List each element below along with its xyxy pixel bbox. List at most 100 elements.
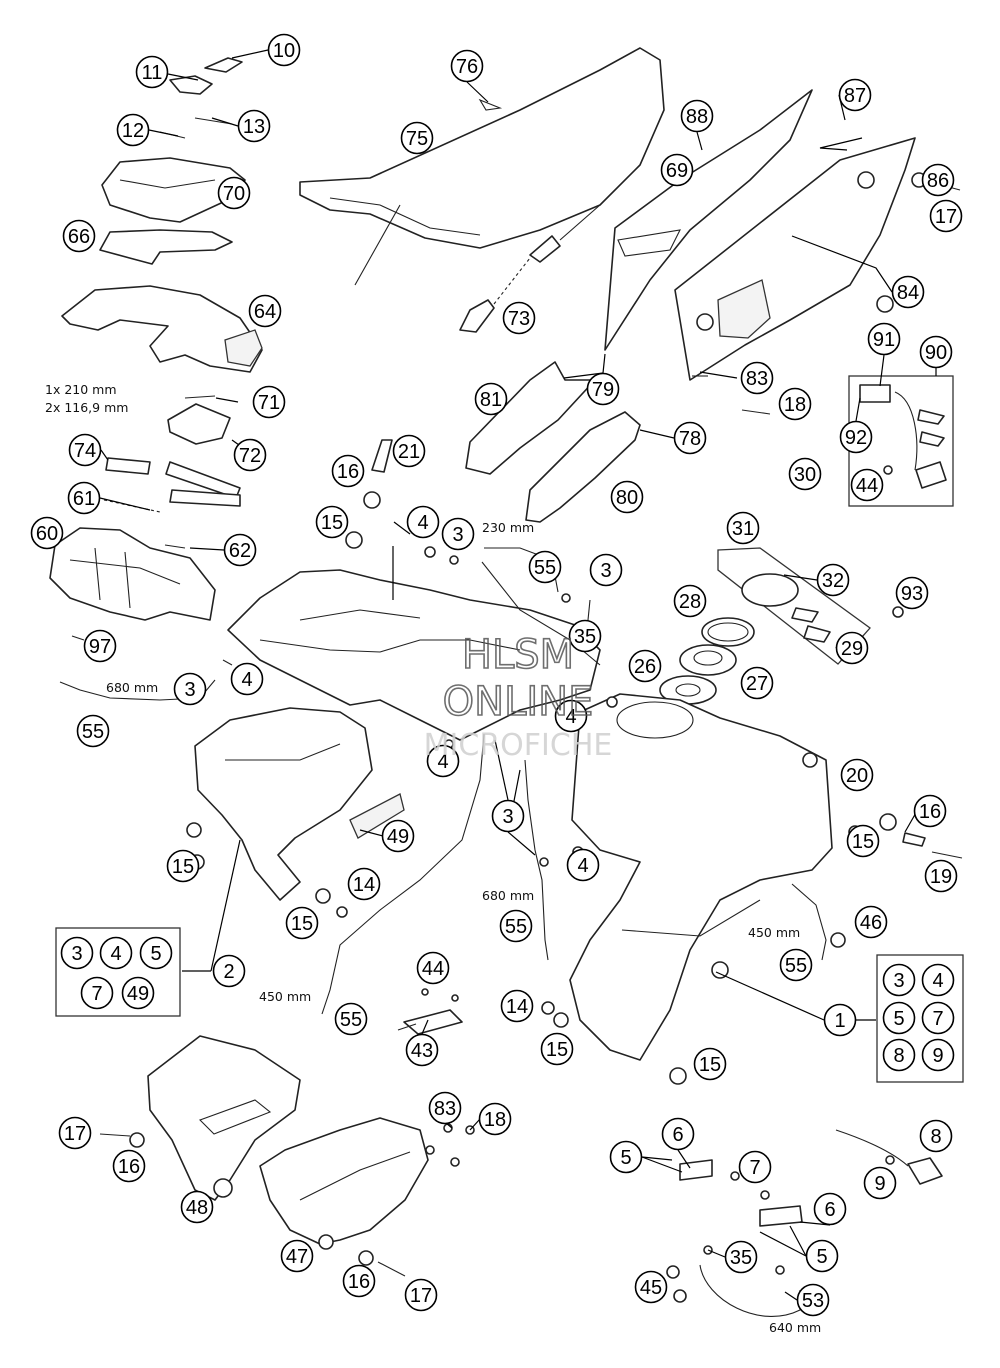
callout-55-circle: [779, 948, 813, 982]
callout-69-circle: [660, 153, 694, 187]
kit-part-1-callout-8: 8: [882, 1038, 916, 1072]
hose-length-680-left: 680 mm: [106, 680, 158, 695]
callout-73-circle: [502, 301, 536, 335]
callout-46: 46: [854, 905, 888, 939]
callout-44-circle: [850, 468, 884, 502]
callout-62-number: 62: [229, 540, 251, 562]
callout-72: 72: [233, 438, 267, 472]
callout-19: 19: [924, 859, 958, 893]
hose-length-230: 230 mm: [482, 520, 534, 535]
callout-93: 93: [895, 576, 929, 610]
callout-14-number: 14: [506, 996, 528, 1018]
callout-18: 18: [478, 1102, 512, 1136]
callout-4-number: 4: [577, 855, 588, 877]
callout-20-number: 20: [846, 765, 868, 787]
callout-79-number: 79: [592, 379, 614, 401]
callout-18-circle: [778, 387, 812, 421]
callout-16: 16: [342, 1264, 376, 1298]
callout-61-circle: [67, 481, 101, 515]
callout-18-number: 18: [484, 1109, 506, 1131]
callout-12-circle: [116, 113, 150, 147]
callout-44-number: 44: [856, 475, 878, 497]
kit-part-2-callout-4-number: 4: [110, 943, 121, 965]
callout-15: 15: [166, 849, 200, 883]
callout-12: 12: [116, 113, 150, 147]
callout-4-number: 4: [565, 706, 576, 728]
callout-6-circle: [813, 1192, 847, 1226]
callout-74-number: 74: [74, 440, 96, 462]
callout-55-circle: [334, 1002, 368, 1036]
callout-78: 78: [673, 421, 707, 455]
hose-length-450-right: 450 mm: [748, 925, 800, 940]
callout-17: 17: [929, 199, 963, 233]
kit-part-2-callout-3: 3: [60, 936, 94, 970]
callout-5-circle: [805, 1239, 839, 1273]
callout-3: 3: [173, 672, 207, 706]
callout-86: 86: [921, 163, 955, 197]
callout-4: 4: [406, 505, 440, 539]
callout-21-circle: [392, 434, 426, 468]
callout-10: 10: [267, 33, 301, 67]
callout-55-circle: [528, 550, 562, 584]
kit-part-1-callout-9-number: 9: [932, 1045, 943, 1067]
callout-17: 17: [58, 1116, 92, 1150]
callout-91-number: 91: [873, 329, 895, 351]
kit-part-2-callout-4-circle: [99, 936, 133, 970]
callout-13-circle: [237, 109, 271, 143]
kit-part-2-callout-3-circle: [60, 936, 94, 970]
callout-97-circle: [83, 629, 117, 663]
callout-90-circle: [919, 335, 953, 369]
callout-5-number: 5: [620, 1147, 631, 1169]
callout-32: 32: [816, 563, 850, 597]
kit-part-1-callout-5: 5: [882, 1001, 916, 1035]
kit-part-1-callout-3-number: 3: [893, 970, 904, 992]
callout-16-circle: [342, 1264, 376, 1298]
callout-64-circle: [248, 294, 282, 328]
callout-16-number: 16: [348, 1271, 370, 1293]
kit-part-2-callout-3-number: 3: [71, 943, 82, 965]
callout-47-circle: [280, 1239, 314, 1273]
cable-length-note-1: 1x 210 mm: [45, 382, 117, 397]
callout-44-circle: [416, 951, 450, 985]
callout-6: 6: [813, 1192, 847, 1226]
callout-8-number: 8: [930, 1126, 941, 1148]
callout-55: 55: [779, 948, 813, 982]
kit-part-1-callout-9: 9: [921, 1038, 955, 1072]
callout-14-circle: [500, 989, 534, 1023]
callout-15-number: 15: [321, 512, 343, 534]
callout-88-circle: [680, 99, 714, 133]
callout-17-circle: [58, 1116, 92, 1150]
callout-45-circle: [634, 1270, 668, 1304]
callout-83-number: 83: [434, 1098, 456, 1120]
callout-17-number: 17: [935, 206, 957, 228]
callout-80-number: 80: [616, 487, 638, 509]
callout-26-circle: [628, 649, 662, 683]
dimension-notes: 1x 210 mm 2x 116,9 mm 230 mm 680 mm 680 …: [45, 382, 821, 1335]
callout-27-number: 27: [746, 673, 768, 695]
kit-part-2-callout-7-circle: [80, 976, 114, 1010]
callout-64-number: 64: [254, 301, 276, 323]
callout-10-number: 10: [273, 40, 295, 62]
callout-14-number: 14: [353, 874, 375, 896]
callout-35: 35: [568, 619, 602, 653]
callout-55-number: 55: [340, 1009, 362, 1031]
hose-length-450-left: 450 mm: [259, 989, 311, 1004]
callout-15: 15: [693, 1047, 727, 1081]
callout-4: 4: [426, 744, 460, 778]
hose-length-680-mid: 680 mm: [482, 888, 534, 903]
callout-45: 45: [634, 1270, 668, 1304]
callout-78-circle: [673, 421, 707, 455]
callout-7: 7: [738, 1150, 772, 1184]
callout-16-circle: [331, 454, 365, 488]
callout-90-number: 90: [925, 342, 947, 364]
callout-87-circle: [838, 78, 872, 112]
callout-69: 69: [660, 153, 694, 187]
watermark-line-1: HLSM: [462, 632, 574, 678]
callout-97: 97: [83, 629, 117, 663]
callout-27: 27: [740, 666, 774, 700]
callout-87: 87: [838, 78, 872, 112]
kit-part-1-callout-7: 7: [921, 1001, 955, 1035]
kit-part-2-callout-4: 4: [99, 936, 133, 970]
